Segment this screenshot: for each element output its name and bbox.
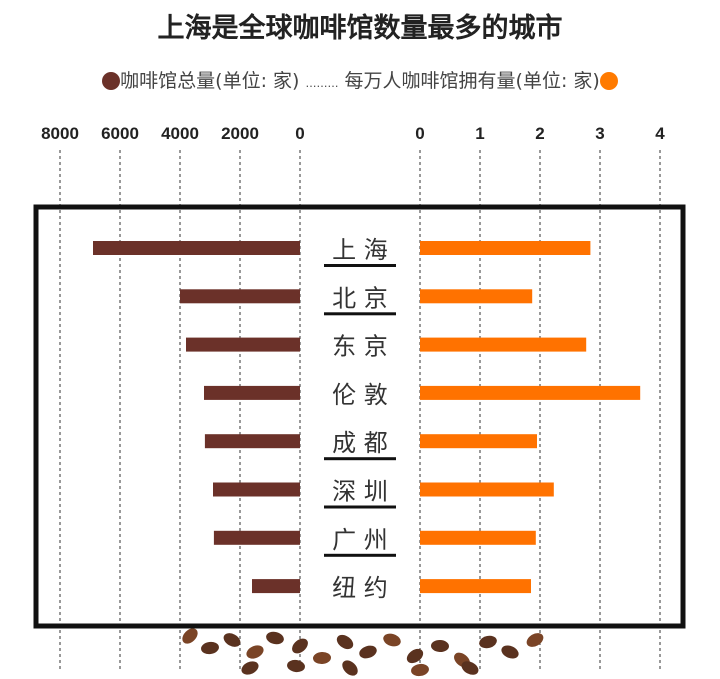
right-tick-label: 1 — [475, 124, 485, 143]
legend-dot-per-capita — [599, 72, 618, 90]
bar-total-7 — [252, 579, 300, 594]
legend-separator: ……… — [305, 77, 339, 90]
city-label: 成 都 — [332, 429, 388, 457]
coffee-bean-icon — [526, 633, 544, 647]
chart-title: 上海是全球咖啡馆数量最多的城市 — [157, 13, 563, 44]
bar-per-capita-3 — [420, 385, 641, 400]
city-label: 广 州 — [332, 526, 388, 554]
coffee-bean-icon — [287, 659, 305, 673]
city-label: 纽 约 — [332, 574, 388, 602]
left-tick-label: 4000 — [161, 124, 199, 143]
coffee-bean-icon — [201, 641, 219, 655]
bar-per-capita-6 — [420, 530, 536, 545]
city-underline — [324, 505, 396, 509]
right-tick-label: 3 — [595, 124, 605, 143]
bar-total-1 — [180, 289, 300, 304]
coffee-bean-icon — [313, 651, 331, 665]
coffee-bean-icon — [479, 635, 497, 649]
bar-per-capita-2 — [420, 337, 587, 352]
bar-total-5 — [213, 482, 300, 497]
bar-total-3 — [204, 385, 300, 400]
coffee-bean-icon — [336, 634, 354, 650]
bar-total-6 — [213, 530, 300, 545]
coffee-bean-icon — [223, 633, 241, 647]
bar-total-4 — [204, 434, 300, 449]
coffee-bean-icon — [406, 648, 424, 664]
city-label: 伦 敦 — [332, 381, 388, 409]
city-label: 东 京 — [332, 333, 388, 361]
coffee-bean-icon — [461, 661, 479, 675]
legend: 咖啡馆总量(单位: 家) ……… 每万人咖啡馆拥有量(单位: 家) — [0, 66, 720, 93]
coffee-bean-icon — [241, 661, 259, 675]
right-tick-label: 0 — [415, 124, 425, 143]
coffee-bean-icon — [342, 660, 358, 676]
left-tick-label: 2000 — [221, 124, 259, 143]
bar-per-capita-5 — [420, 482, 554, 497]
coffee-bean-icon — [411, 663, 429, 677]
city-label: 上 海 — [332, 236, 388, 264]
right-tick-label: 2 — [535, 124, 545, 143]
coffee-bean-icon — [246, 645, 264, 659]
left-tick-label: 8000 — [41, 124, 79, 143]
coffee-bean-icon — [501, 645, 519, 659]
bar-per-capita-4 — [420, 434, 537, 449]
coffee-bean-icon — [383, 633, 401, 647]
coffee-bean-icon — [359, 645, 377, 659]
legend-label-per-capita: 每万人咖啡馆拥有量(单位: 家) — [344, 70, 600, 92]
city-underline — [324, 457, 396, 461]
right-tick-label: 4 — [655, 124, 665, 143]
city-underline — [324, 312, 396, 316]
legend-label-total: 咖啡馆总量(单位: 家) — [120, 70, 300, 92]
coffee-bean-icon — [182, 628, 198, 644]
bar-per-capita-1 — [420, 289, 533, 304]
left-tick-label: 6000 — [101, 124, 139, 143]
left-tick-label: 0 — [295, 124, 305, 143]
city-label: 北 京 — [332, 284, 388, 312]
bar-per-capita-7 — [420, 579, 531, 594]
bar-total-2 — [186, 337, 300, 352]
coffee-bean-icon — [266, 631, 284, 645]
bar-per-capita-0 — [420, 241, 591, 255]
city-label: 深 圳 — [332, 478, 388, 506]
coffee-bean-icon — [431, 639, 449, 653]
bar-total-0 — [93, 241, 300, 255]
coffee-bean-icon — [292, 638, 308, 654]
city-underline — [324, 553, 396, 557]
city-underline — [324, 264, 396, 267]
legend-dot-total — [102, 72, 121, 90]
chart-frame — [33, 204, 686, 629]
